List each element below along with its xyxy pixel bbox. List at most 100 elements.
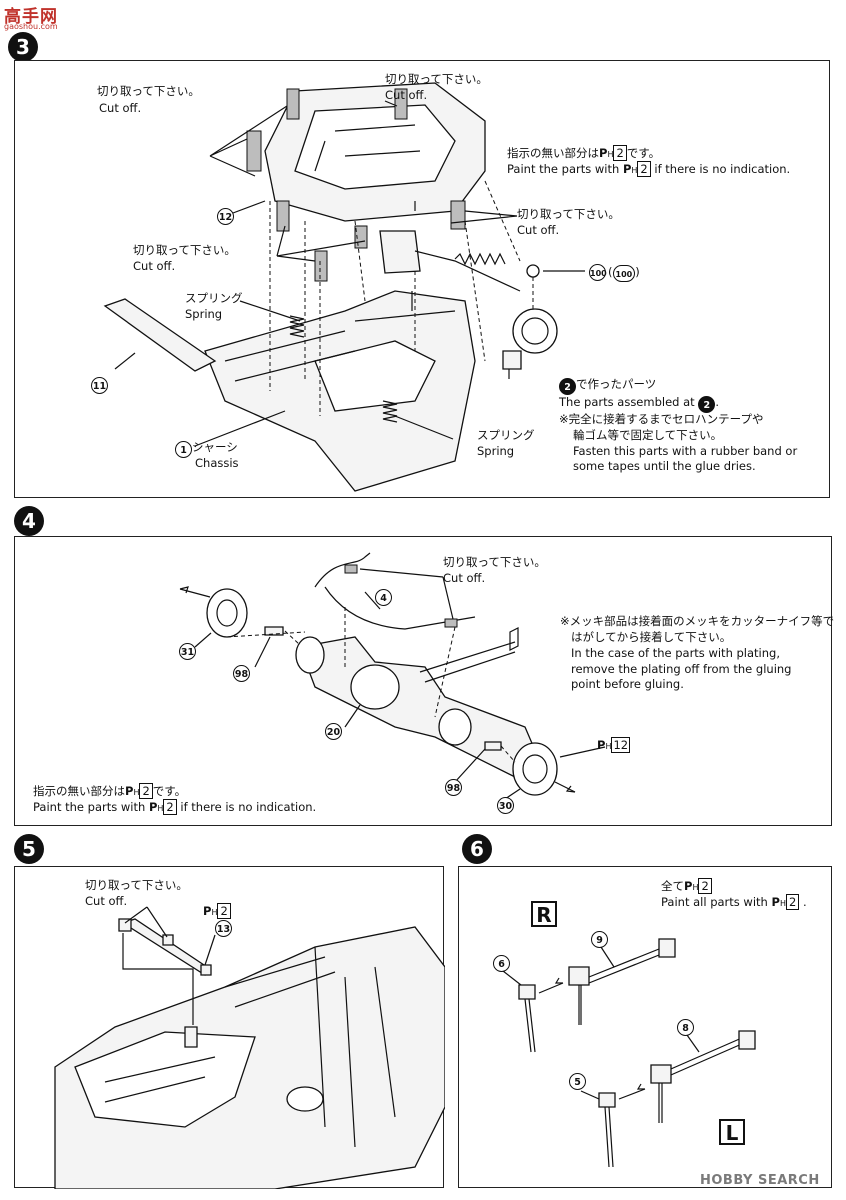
step-3-cut-off-mid-jp: 切り取って下さい。: [133, 243, 236, 257]
paint-code-sub: H: [607, 150, 614, 159]
part-number-8: 8: [677, 1019, 694, 1036]
step-3-chassis-en: Chassis: [195, 456, 239, 470]
step-5-cut-off-jp: 切り取って下さい。: [85, 878, 188, 892]
step-3-fasten-jp2: 輪ゴム等で固定して下さい。: [573, 428, 723, 442]
step-ref-2-en: 2: [698, 396, 716, 413]
paint-code-prefix: P: [771, 895, 780, 909]
paint-code-prefix: P: [599, 146, 608, 160]
step-6-all-en-text: Paint all parts with: [661, 895, 768, 909]
step-3-assembled-en: The parts assembled at 2.: [559, 394, 719, 413]
part-number-100-b: 100: [612, 265, 636, 282]
part-number-5: 5: [569, 1073, 586, 1090]
step-3-paint-note-jp-a: 指示の無い部分は: [507, 146, 599, 160]
step-ref-2: 2: [559, 378, 576, 395]
step-3-cut-off-top-en: Cut off.: [385, 88, 428, 102]
paint-code-box: 2: [637, 161, 651, 177]
paint-code-box: 2: [698, 878, 712, 894]
step-3-spring2-en: Spring: [477, 444, 515, 458]
part-number-9: 9: [591, 931, 608, 948]
step-4-paint-note-en-a: Paint the parts with: [33, 800, 146, 814]
step-4-plating-jp2: はがしてから接着して下さい。: [571, 630, 732, 644]
step-6-illustration: [502, 938, 756, 1168]
paint-code-prefix: P: [125, 784, 134, 798]
part-number-20: 20: [325, 723, 342, 740]
step-4-paint-note-en-b: if there is no indication.: [180, 800, 317, 814]
paint-code-sub: H: [631, 166, 638, 175]
step-3-paint-note-jp-b: です。: [626, 146, 661, 160]
step-4-cut-off-en: Cut off.: [443, 571, 486, 585]
part-number-100: 100: [589, 264, 607, 281]
paint-code-box: 2: [785, 894, 800, 910]
step-3-cut-off-right-en: Cut off.: [517, 223, 560, 237]
paint-code-sub: H: [779, 899, 786, 908]
part-number-4: 4: [375, 589, 392, 606]
step-4-plating-en1: In the case of the parts with plating,: [571, 646, 780, 660]
step-3-fasten-en2: some tapes until the glue dries.: [573, 459, 756, 473]
step-4-paint-note-jp-a: 指示の無い部分は: [33, 784, 125, 798]
step-3-spring1-jp: スプリング: [185, 291, 243, 305]
paint-code-sub: H: [157, 804, 164, 813]
step-5-badge: 5: [14, 834, 44, 864]
step-3-illustration: [103, 82, 585, 492]
step-3-assembled-jp-text: で作ったパーツ: [576, 377, 657, 391]
site-url: gaoshou.com: [4, 22, 58, 31]
step-4-cut-off-jp: 切り取って下さい。: [443, 555, 546, 569]
site-logo-text: 高手网: [4, 7, 58, 27]
paint-code-sub: H: [692, 883, 699, 892]
step-3-fasten-en1: Fasten this parts with a rubber band or: [573, 444, 798, 458]
step-3-badge: 3: [8, 32, 38, 62]
part-number-1: 1: [175, 441, 192, 458]
part-number-6: 6: [493, 955, 510, 972]
paint-code-prefix: P: [148, 800, 158, 814]
step-5-cut-off-en: Cut off.: [85, 894, 128, 908]
step-4-plating-en2: remove the plating off from the gluing: [571, 662, 792, 676]
part-number-12: 12: [217, 208, 234, 225]
part-number-98-second: 98: [445, 779, 462, 796]
paint-code-sub: H: [133, 788, 140, 797]
step-5-illustration: [54, 906, 445, 1189]
part-number-31: 31: [179, 643, 196, 660]
step-6-badge: 6: [462, 834, 492, 864]
paint-code-box-12: 12: [611, 737, 631, 753]
paint-code-box: 2: [613, 145, 627, 161]
paint-code-box: 2: [163, 799, 177, 815]
step-3-fasten-jp1: ※完全に接着するまでセロハンテープや: [559, 412, 764, 426]
paint-code-prefix: P: [203, 904, 212, 918]
step-4-badge: 4: [14, 506, 44, 536]
step-3-cut-off-top-jp: 切り取って下さい。: [385, 72, 488, 86]
part-number-13: 13: [215, 920, 232, 937]
step-3-assembled-en-end: .: [715, 395, 719, 409]
part-number-30: 30: [497, 797, 514, 814]
right-side-label: R: [531, 901, 557, 927]
paint-code-sub: H: [211, 908, 218, 917]
step-3-cut-off-left-en: Cut off.: [99, 101, 142, 115]
step-3-assembled-en-text: The parts assembled at: [559, 395, 695, 409]
step-3-cut-off-mid-en: Cut off.: [133, 259, 176, 273]
step-3-spring2-jp: スプリング: [477, 428, 535, 442]
part-number-100-paren: (100): [608, 264, 640, 282]
paint-code-sub: H: [605, 742, 612, 751]
step-3-panel: 切り取って下さい。 Cut off. 切り取って下さい。 Cut off. 指示…: [14, 60, 830, 498]
part-number-98: 98: [233, 665, 250, 682]
left-side-label: L: [719, 1119, 745, 1145]
step-4-illustration: [179, 552, 606, 800]
paint-code-prefix: P: [684, 879, 693, 893]
step-3-paint-note-en-a: Paint the parts with: [507, 162, 620, 176]
paint-code-prefix: P: [622, 162, 632, 176]
step-6-all-jp-text: 全て: [661, 879, 684, 893]
site-logo: 高手网: [4, 2, 58, 27]
hobby-search-watermark: HOBBY SEARCH: [700, 1173, 820, 1188]
step-4-plating-en3: point before gluing.: [571, 677, 684, 691]
